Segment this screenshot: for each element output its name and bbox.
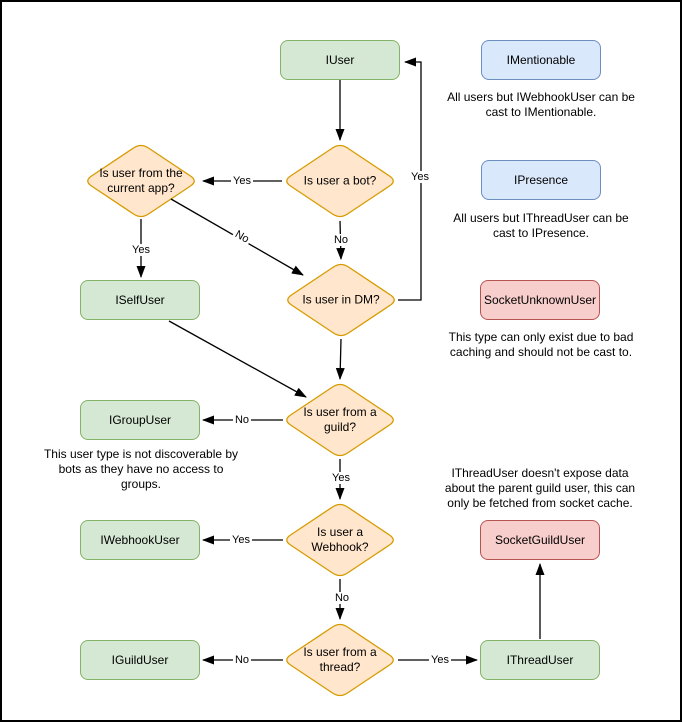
node-igroupuser: IGroupUser (80, 400, 200, 440)
node-label: IUser (325, 53, 355, 67)
node-socketunknownuser: SocketUnknownUser (480, 280, 600, 320)
edge-label-iswebhook-yes: Yes (230, 534, 252, 546)
node-label: IWebhookUser (100, 533, 180, 547)
node-label: IPresence (513, 173, 569, 187)
node-label: IThreadUser (506, 653, 574, 667)
node-label: SocketGuildUser (494, 533, 586, 547)
note-ipresence: All users but IThreadUser can be cast to… (453, 211, 629, 240)
note-imentionable: All users but IWebhookUser can be cast t… (447, 90, 635, 119)
decision-diamond-from-thread (286, 623, 394, 697)
edge-label-iswebhook-no: No (332, 592, 352, 604)
node-iwebhookuser: IWebhookUser (80, 520, 200, 560)
edge-label-fromthread-no: No (232, 654, 252, 666)
node-iguilduser: IGuildUser (80, 640, 200, 680)
node-label: IGroupUser (108, 413, 172, 427)
decision-diamond-in-dm (287, 263, 395, 337)
node-imentionable: IMentionable (481, 40, 601, 80)
node-socketguilduser: SocketGuildUser (480, 520, 600, 560)
note-igroupuser: This user type is not discoverable by bo… (43, 447, 239, 491)
decision-diamond-is-bot (286, 144, 394, 218)
edge-label-fromguild-no: No (232, 414, 252, 426)
node-label: IGuildUser (111, 653, 169, 667)
node-iselfuser: ISelfUser (80, 280, 200, 320)
node-iuser: IUser (280, 40, 400, 80)
node-ithreaduser: IThreadUser (480, 640, 600, 680)
node-ipresence: IPresence (481, 160, 601, 200)
note-ithreaduser: IThreadUser doesn't expose data about th… (444, 466, 636, 510)
edge-label-isbot-yes: Yes (231, 175, 253, 187)
decision-diamond-from-current-app (87, 144, 195, 218)
node-label: SocketUnknownUser (483, 293, 597, 307)
edge-label-indm-yes: Yes (409, 171, 431, 183)
edge-iselfuser-to-fromguild (168, 320, 307, 398)
edge-label-isbot-no: No (331, 234, 351, 246)
node-label: ISelfUser (115, 293, 165, 307)
edge-label-fromguild-yes: Yes (330, 472, 352, 484)
edge-label-currentapp-yes: Yes (130, 244, 152, 256)
node-label: IMentionable (506, 53, 576, 67)
decision-diamond-is-webhook (286, 503, 394, 577)
edge-indm-to-fromguild (335, 338, 345, 380)
edge-label-fromthread-yes: Yes (429, 654, 451, 666)
note-socketunknownuser: This type can only exist due to bad cach… (448, 330, 634, 359)
